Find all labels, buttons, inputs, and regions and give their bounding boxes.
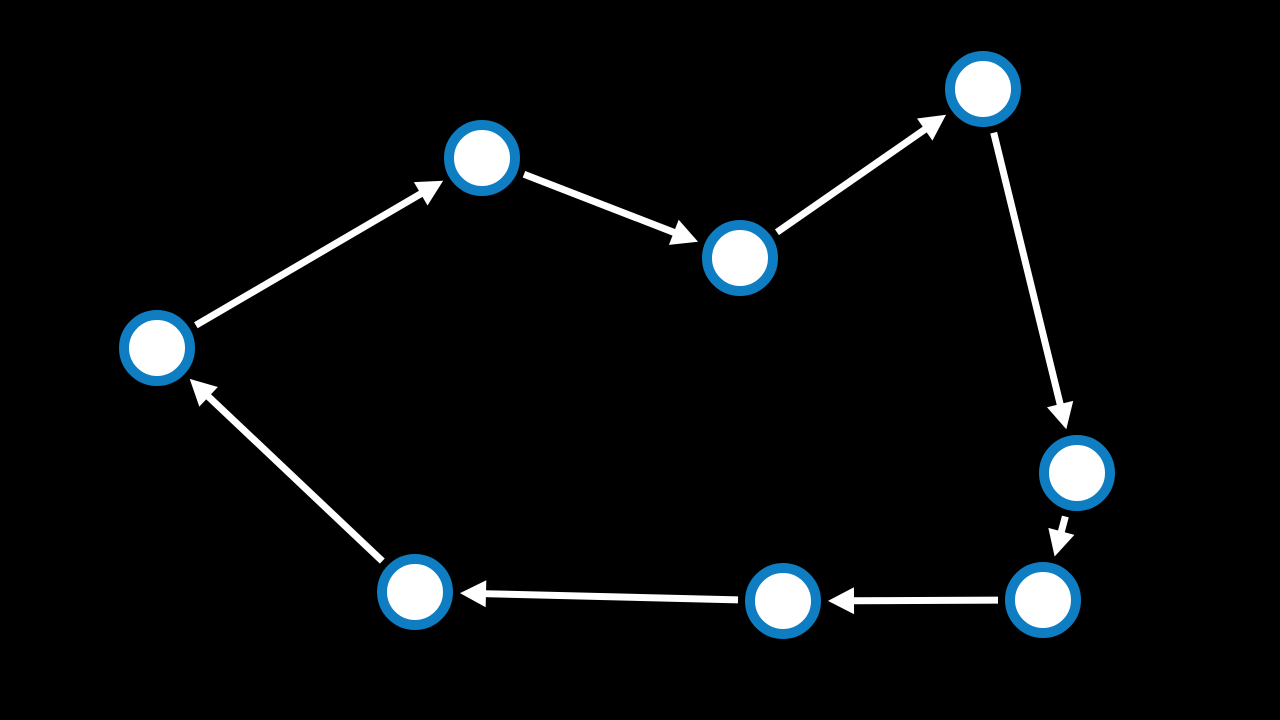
graph-node-bottom-right — [1005, 562, 1081, 638]
graph-edge-bottom-right-to-bottom-middle — [827, 587, 999, 615]
graph-node-bottom-middle — [745, 563, 821, 639]
graph-edge-bottom-middle-to-bottom-left — [459, 580, 739, 608]
graph-node-top-right — [945, 51, 1021, 127]
graph-node-top-middle — [702, 220, 778, 296]
arrowhead-icon — [459, 580, 487, 608]
edge-shaft — [851, 596, 999, 605]
edge-shaft — [194, 189, 425, 329]
nodes-layer — [119, 51, 1115, 639]
arrowhead-icon — [827, 587, 855, 615]
graph-edge-left-to-upper-left — [194, 180, 444, 329]
graph-edge-upper-left-to-top-middle — [522, 170, 699, 245]
edge-shaft — [774, 125, 929, 236]
graph-edge-right-to-bottom-right — [1048, 515, 1075, 557]
edge-shaft — [990, 131, 1064, 407]
arrowhead-icon — [1048, 527, 1075, 557]
graph-node-left — [119, 310, 195, 386]
graph-node-bottom-left — [377, 554, 453, 630]
arrowhead-icon — [668, 219, 699, 245]
graph-edge-top-middle-to-top-right — [774, 114, 947, 236]
graph-node-upper-left — [444, 120, 520, 196]
arrowhead-icon — [1047, 400, 1074, 430]
graph-edge-top-right-to-right — [990, 131, 1074, 430]
arrowhead-icon — [413, 180, 444, 206]
graph-node-right — [1039, 435, 1115, 511]
edge-shaft — [483, 590, 739, 604]
edge-shaft — [204, 392, 385, 564]
arrowhead-icon — [189, 378, 218, 407]
arrowhead-icon — [917, 114, 947, 141]
edges-layer — [189, 114, 1075, 615]
graph-edge-bottom-left-to-left — [189, 378, 385, 564]
edge-shaft — [1057, 515, 1069, 535]
edge-shaft — [522, 170, 677, 237]
